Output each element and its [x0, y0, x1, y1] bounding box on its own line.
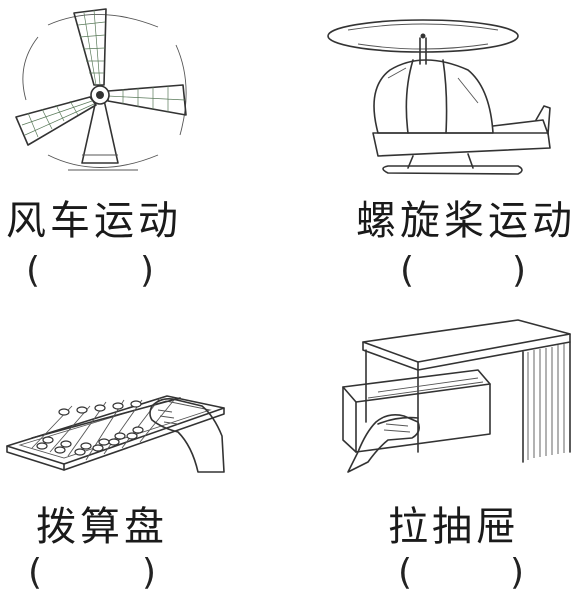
answer-close-paren: ): [140, 250, 155, 291]
answer-open-paren: (: [28, 552, 43, 593]
answer-open-paren: (: [26, 250, 41, 291]
drawer-icon: [338, 312, 574, 477]
item-label: 风车运动: [6, 198, 182, 244]
answer-open-paren: (: [398, 552, 413, 593]
abacus-icon: [2, 376, 232, 476]
answer-open-paren: (: [400, 250, 415, 291]
answer-close-paren: ): [512, 250, 527, 291]
item-label: 螺旋桨运动: [356, 198, 576, 244]
helicopter-icon: [318, 8, 568, 188]
answer-close-paren: ): [510, 552, 525, 593]
windmill-icon: [8, 5, 198, 185]
item-label: 拨算盘: [36, 504, 168, 550]
item-label: 拉抽屉: [388, 504, 520, 550]
answer-close-paren: ): [142, 552, 157, 593]
